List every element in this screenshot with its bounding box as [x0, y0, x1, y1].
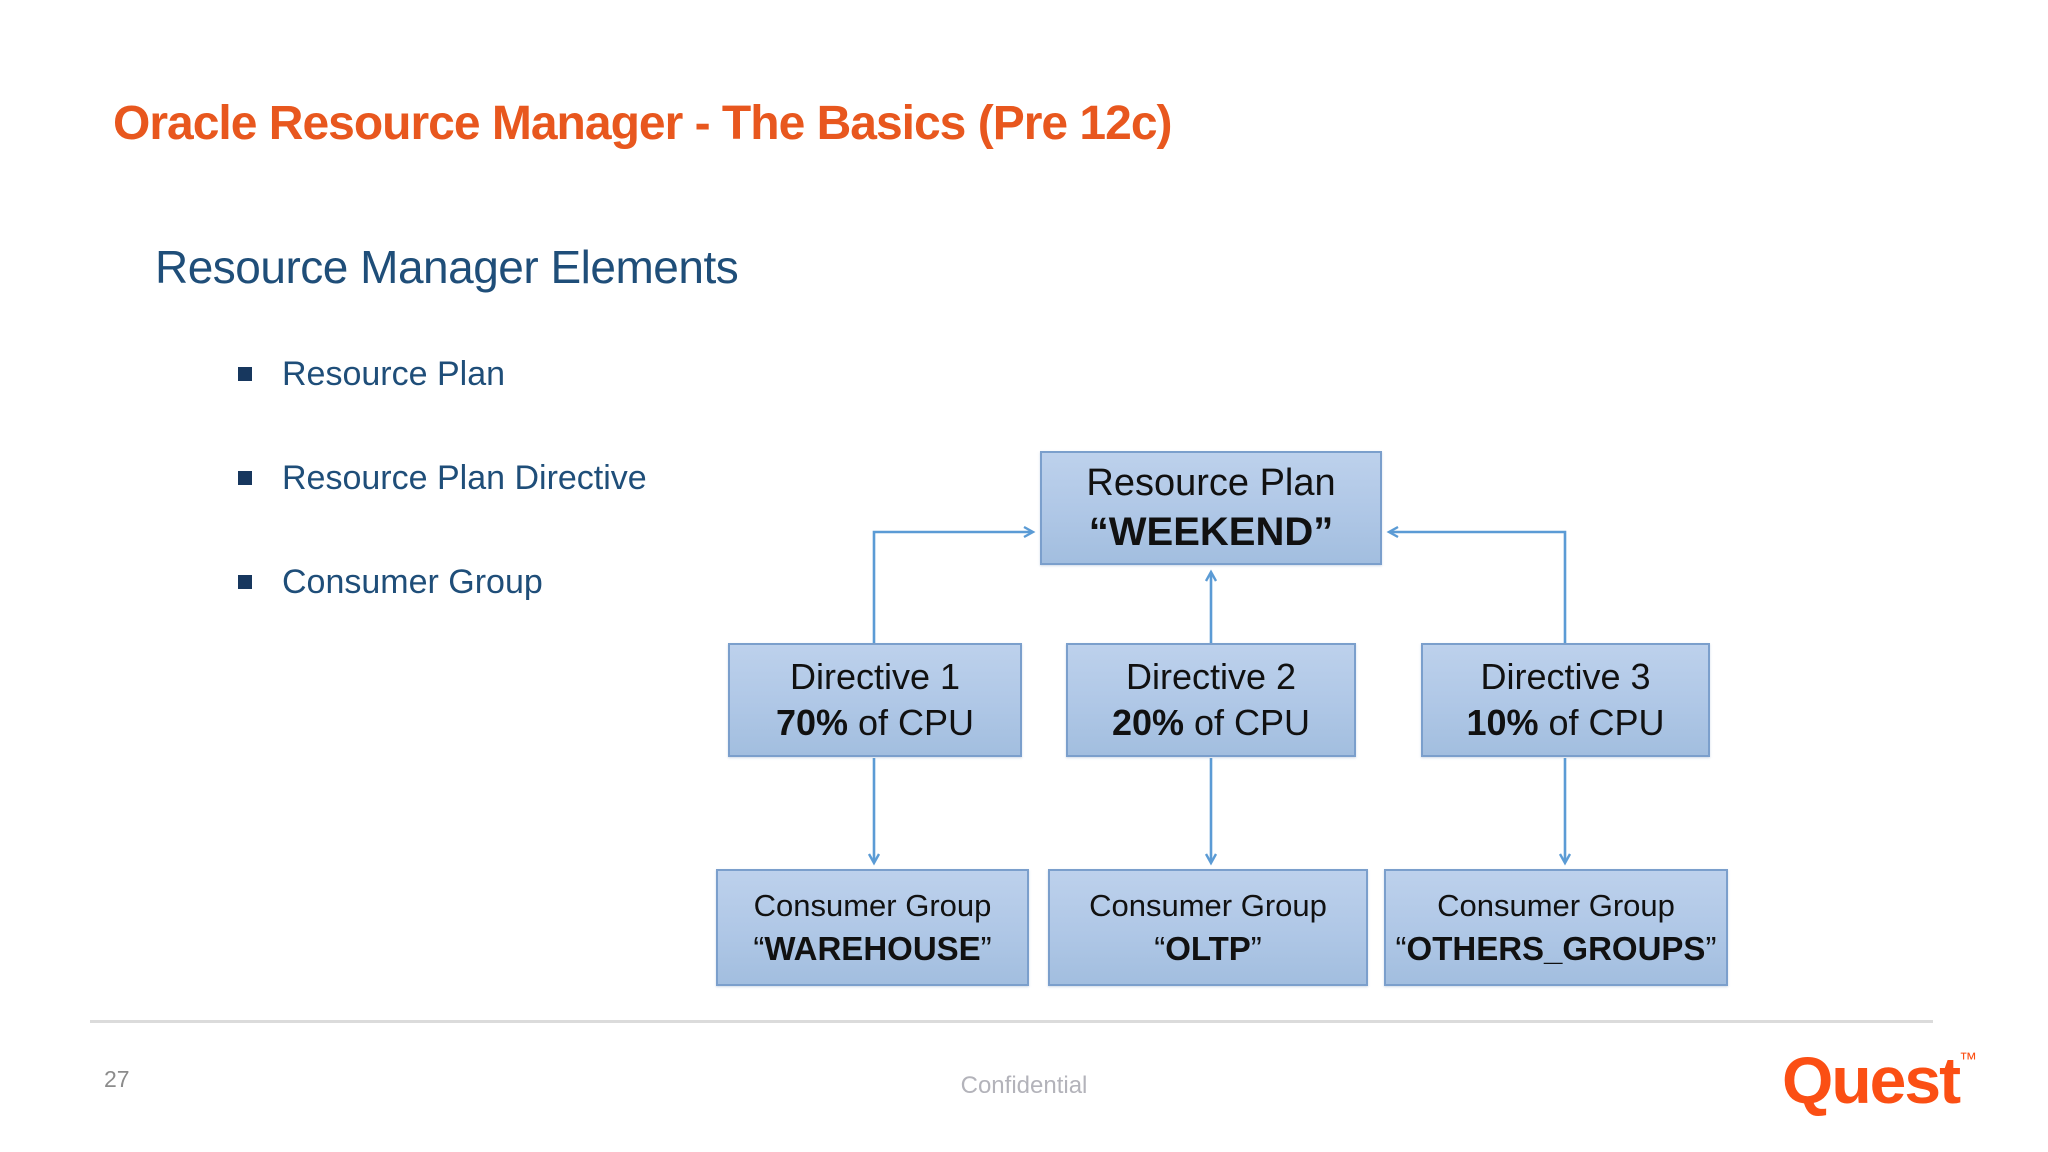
resource-plan-name: “WEEKEND” — [1088, 510, 1334, 554]
close-quote: ” — [980, 929, 992, 967]
arrow-directive3-to-plan — [1386, 525, 1567, 643]
page-number: 27 — [104, 1066, 130, 1092]
close-quote: ” — [1705, 929, 1717, 967]
group-name-warehouse: WAREHOUSE — [764, 929, 981, 967]
directive1-percent: 70% — [775, 702, 848, 743]
directive1-label: Directive 1 — [789, 656, 961, 697]
bullet-list: Resource Plan Resource Plan Directive Co… — [238, 352, 647, 664]
directive3-label: Directive 3 — [1480, 656, 1651, 697]
directive3-percent: 10% — [1466, 702, 1539, 743]
bullet-label: Resource Plan Directive — [282, 458, 647, 497]
open-quote: “ — [1154, 929, 1166, 967]
directive1-value: 70% of CPU — [776, 700, 974, 746]
consumer-group-label: Consumer Group — [753, 887, 992, 923]
directive1-box: Directive 1 70% of CPU — [728, 643, 1022, 757]
arrow-directive1-to-plan — [872, 525, 1036, 643]
quest-logo-text: Quest — [1782, 1043, 1961, 1117]
consumer-group-name: “OLTP” — [1154, 927, 1262, 971]
footer-divider — [90, 1020, 1933, 1023]
consumer-group-label: Consumer Group — [1089, 887, 1327, 923]
bullet-square-icon — [238, 575, 252, 589]
confidential-label: Confidential — [960, 1072, 1088, 1099]
trademark-symbol: ™ — [1959, 1049, 1978, 1069]
bullet-label: Consumer Group — [282, 562, 543, 601]
resource-plan-label: Resource Plan — [1086, 462, 1336, 504]
group-name-others-groups: OTHERS_GROUPS — [1406, 929, 1706, 967]
directive2-percent: 20% — [1111, 702, 1184, 743]
consumer-group-name: “WAREHOUSE” — [753, 927, 991, 971]
section-heading: Resource Manager Elements — [155, 241, 739, 293]
consumer-group-name: “OTHERS_GROUPS” — [1396, 927, 1717, 971]
directive2-box: Directive 2 20% of CPU — [1066, 643, 1356, 757]
open-quote: “ — [1395, 929, 1407, 967]
list-item: Consumer Group — [238, 560, 647, 604]
bullet-square-icon — [238, 471, 252, 485]
directive1-unit: of CPU — [848, 702, 975, 743]
consumer-group-warehouse-box: Consumer Group “WAREHOUSE” — [716, 869, 1029, 986]
resource-plan-box: Resource Plan “WEEKEND” — [1040, 451, 1382, 565]
bullet-label: Resource Plan — [282, 354, 506, 393]
list-item: Resource Plan Directive — [238, 456, 647, 500]
slide-title: Oracle Resource Manager - The Basics (Pr… — [113, 97, 1172, 150]
consumer-group-others-box: Consumer Group “OTHERS_GROUPS” — [1384, 869, 1728, 986]
consumer-group-oltp-box: Consumer Group “OLTP” — [1048, 869, 1368, 986]
directive2-value: 20% of CPU — [1112, 700, 1310, 746]
directive2-unit: of CPU — [1184, 702, 1311, 743]
directive3-box: Directive 3 10% of CPU — [1421, 643, 1710, 757]
quest-logo: Quest™ — [1782, 1042, 1977, 1118]
consumer-group-label: Consumer Group — [1437, 887, 1675, 923]
group-name-oltp: OLTP — [1165, 929, 1251, 967]
directive3-value: 10% of CPU — [1466, 700, 1664, 746]
close-quote: ” — [1250, 929, 1262, 967]
list-item: Resource Plan — [238, 352, 647, 396]
open-quote: “ — [753, 929, 765, 967]
directive3-unit: of CPU — [1538, 702, 1665, 743]
bullet-square-icon — [238, 367, 252, 381]
directive2-label: Directive 2 — [1125, 656, 1297, 697]
